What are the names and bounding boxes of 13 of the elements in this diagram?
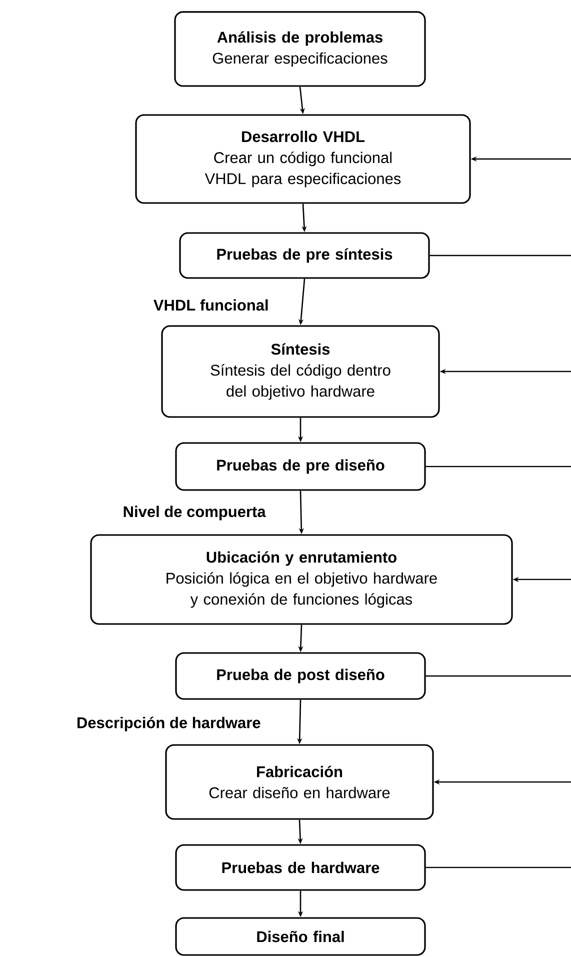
process-box: Pruebas de pre síntesis <box>179 232 430 279</box>
edge-label: Descripción de hardware <box>75 716 262 732</box>
process-box: Síntesis Síntesis del código dentro del objetivo hardware <box>161 325 440 418</box>
process-box: Diseño final <box>175 917 426 956</box>
edge-label: VHDL funcional <box>152 298 270 312</box>
process-box: Fabricación Crear diseño en hardware <box>165 744 434 820</box>
process-box: Desarrollo VHDL Crear un código funcional VHDL para especificaciones <box>135 114 471 204</box>
process-box: Pruebas de pre diseño <box>175 442 426 491</box>
edge-label: Nivel de compuerta <box>122 504 267 522</box>
process-box: Pruebas de hardware <box>175 844 426 891</box>
process-box: Análisis de problemas Generar especificaciones <box>174 11 426 87</box>
process-box: Ubicación y enrutamiento Posición lógica en el objetivo hardware y conexión de funciones lógicas <box>90 534 513 625</box>
process-box: Prueba de post diseño <box>175 652 426 700</box>
